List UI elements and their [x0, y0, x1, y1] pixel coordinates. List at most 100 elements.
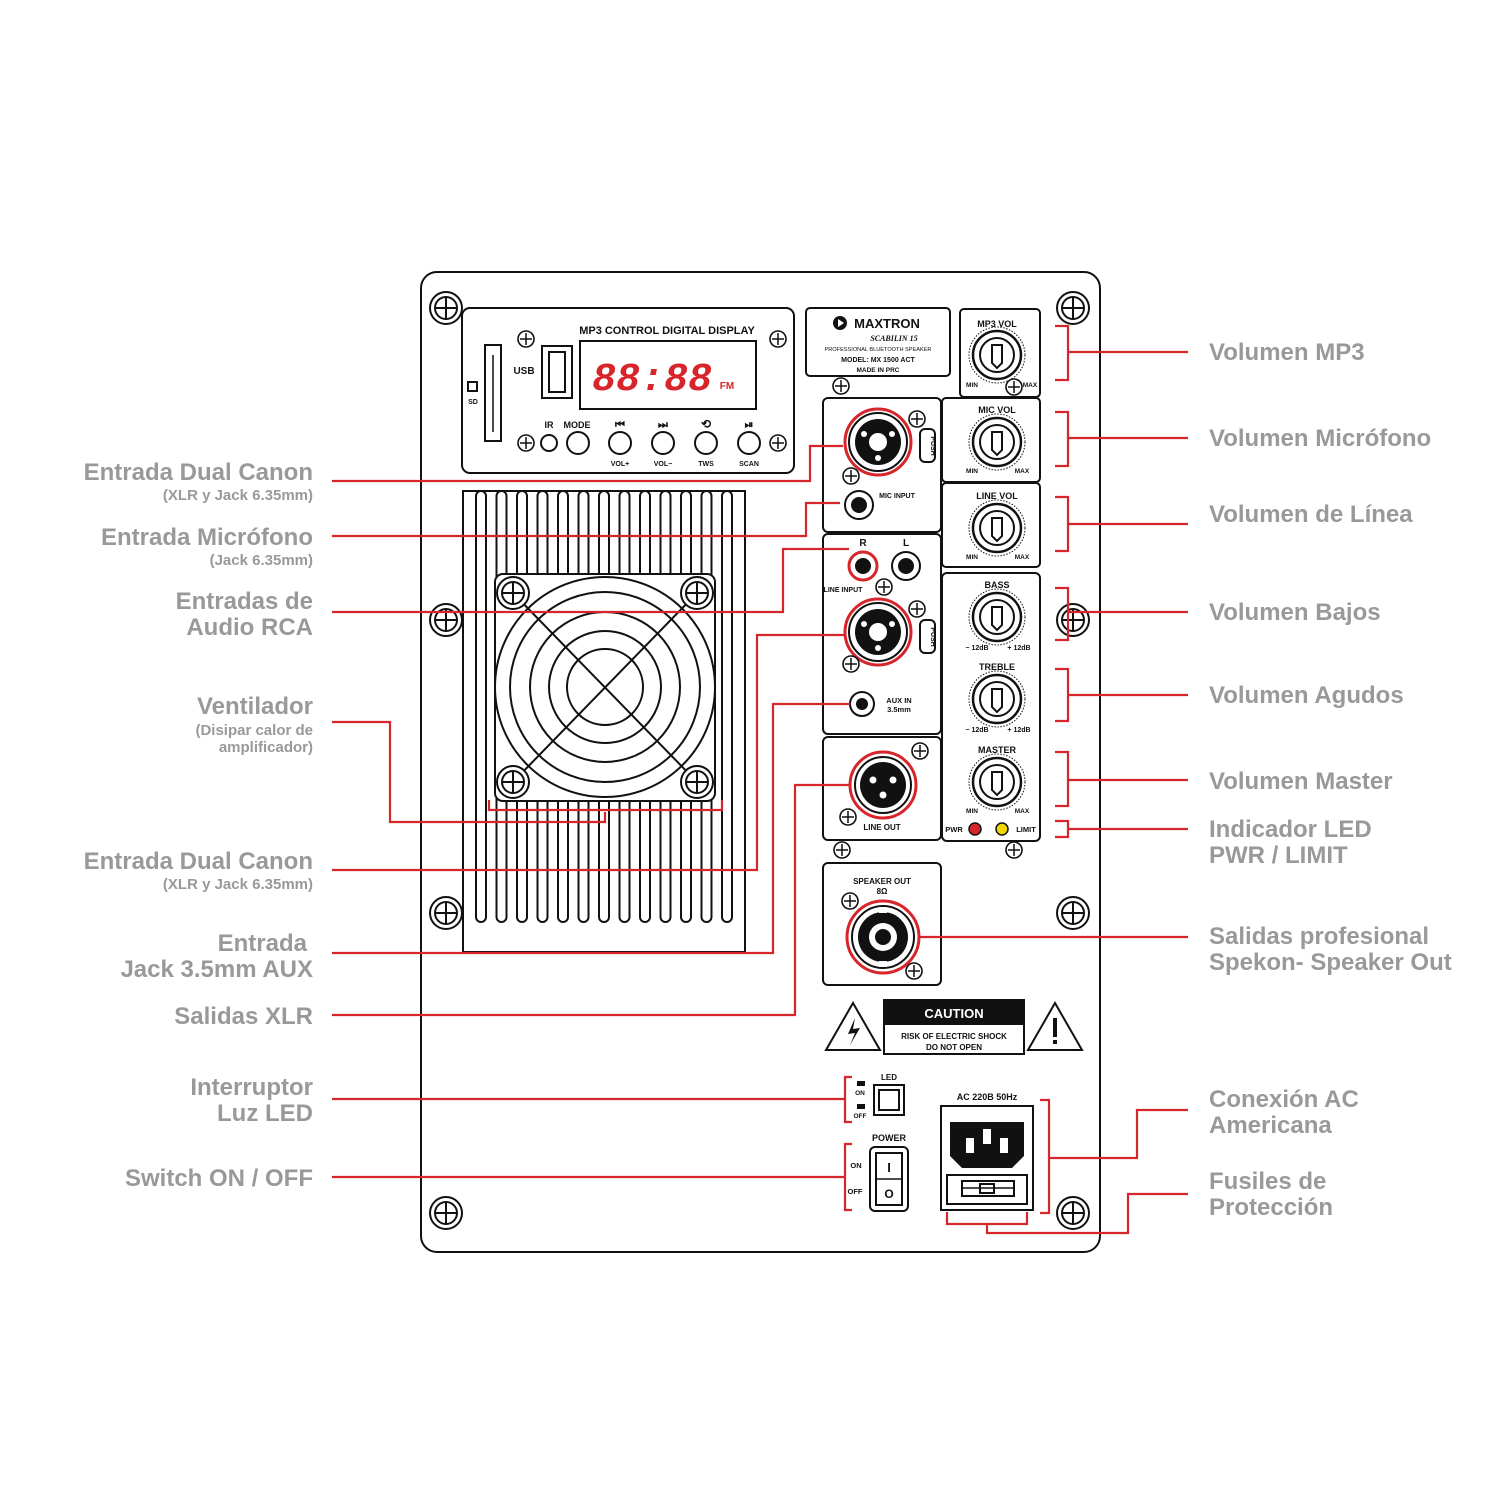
xlr-combo-input-2[interactable] — [843, 597, 913, 667]
label-speakon-1: Salidas profesional — [1209, 923, 1429, 950]
play-pause-icon: ⏯ — [745, 419, 754, 431]
mic-input-label: MIC INPUT — [879, 493, 916, 500]
on-label: ON — [855, 1090, 865, 1097]
off-icon — [857, 1104, 865, 1109]
loop-icon: ⟲ — [701, 417, 712, 431]
fuse-holder[interactable] — [946, 1174, 1028, 1205]
line-vol-knob[interactable] — [967, 498, 1027, 558]
corner-screw-icon — [429, 896, 463, 930]
brand-plate: MAXTRON SCABILIN 15 PROFESSIONAL BLUETOO… — [805, 307, 951, 377]
brand-line-3: MADE IN PRC — [857, 367, 900, 374]
mic-vol-title: MIC VOL — [978, 405, 1016, 415]
max-label: MAX — [1023, 382, 1038, 389]
plus12-label: + 12dB — [1007, 645, 1030, 652]
fan-screw-icon — [680, 765, 714, 799]
play-scan-button[interactable] — [737, 431, 761, 455]
corner-screw-icon — [429, 1196, 463, 1230]
aux-mm-label: 3.5mm — [887, 705, 911, 714]
brand-line-1: PROFESSIONAL BLUETOOTH SPEAKER — [825, 347, 932, 353]
sd-label: SD — [468, 399, 478, 406]
min-label: MIN — [966, 468, 978, 475]
min-label: MIN — [966, 382, 978, 389]
off-label: OFF — [854, 1113, 867, 1120]
mp3-module-title: MP3 CONTROL DIGITAL DISPLAY — [579, 325, 755, 337]
label-mic-vol: Volumen Micrófono — [1209, 425, 1431, 452]
digital-display — [579, 340, 757, 410]
xlr-combo-input-1[interactable] — [843, 407, 913, 477]
corner-screw-icon — [429, 603, 463, 637]
mp3-vol-knob[interactable] — [967, 325, 1027, 385]
push-label: PUSH — [929, 627, 936, 646]
label-aux-2: Jack 3.5mm AUX — [120, 956, 313, 983]
bass-title: BASS — [984, 580, 1009, 590]
corner-screw-icon — [1056, 1196, 1090, 1230]
right-labels: Volumen MP3 Volumen Micrófono Volumen de… — [1209, 339, 1452, 1221]
label-fuse-1: Fusiles de — [1209, 1168, 1326, 1195]
switch-i-label: I — [887, 1160, 891, 1175]
heatsink-fin — [721, 490, 733, 923]
line-vol-title: LINE VOL — [976, 491, 1018, 501]
max-label: MAX — [1015, 468, 1030, 475]
minus12-label: − 12dB — [965, 645, 988, 652]
prev-vol-up-button[interactable] — [608, 431, 632, 455]
rca-input-left[interactable] — [891, 551, 921, 581]
heatsink-fin — [475, 490, 487, 923]
label-dual-canon-2: Entrada Dual Canon — [84, 848, 313, 875]
mode-button[interactable] — [566, 431, 590, 455]
label-led-2: PWR / LIMIT — [1209, 842, 1348, 869]
ir-sensor — [540, 434, 558, 452]
tws-label: TWS — [698, 461, 714, 468]
label-ac-2: Americana — [1209, 1112, 1332, 1139]
off-label: OFF — [848, 1187, 863, 1196]
speakon-output[interactable] — [845, 899, 921, 975]
power-switch[interactable] — [869, 1146, 909, 1212]
corner-screw-icon — [1056, 291, 1090, 325]
sd-card-slot[interactable] — [484, 344, 502, 442]
bass-knob[interactable] — [967, 587, 1027, 647]
rca-r-label: R — [859, 538, 867, 549]
max-label: MAX — [1015, 554, 1030, 561]
mic-input-jack[interactable] — [844, 490, 874, 520]
sd-card-icon — [467, 381, 478, 392]
speaker-out-label: SPEAKER OUT — [853, 877, 911, 886]
line-input-label: LINE INPUT — [824, 587, 864, 594]
caution-label: CAUTION RISK OF ELECTRIC SHOCK DO NOT OP… — [824, 999, 1084, 1055]
label-fuse-2: Protección — [1209, 1194, 1333, 1221]
rca-l-label: L — [903, 538, 909, 549]
min-label: MIN — [966, 808, 978, 815]
label-dual-canon-1-sub: (XLR y Jack 6.35mm) — [163, 487, 313, 504]
label-rca-1: Entradas de — [176, 588, 313, 615]
ac-power-inlet[interactable] — [940, 1105, 1034, 1211]
callout-lines — [332, 324, 1188, 1235]
push-tab — [919, 619, 936, 654]
label-mp3-vol: Volumen MP3 — [1209, 339, 1365, 366]
label-ac-1: Conexión AC — [1209, 1086, 1359, 1113]
usb-port[interactable] — [541, 345, 573, 399]
tws-button[interactable] — [694, 431, 718, 455]
label-dual-canon-2-sub: (XLR y Jack 6.35mm) — [163, 876, 313, 893]
brand-line-2: MODEL: MX 1500 ACT — [841, 357, 915, 364]
treble-knob[interactable] — [967, 669, 1027, 729]
caution-line-2: DO NOT OPEN — [926, 1043, 982, 1052]
label-led-switch-1: Interruptor — [190, 1074, 313, 1101]
xlr-line-out[interactable] — [848, 750, 918, 820]
fan-screw-icon — [496, 765, 530, 799]
plus12-label: + 12dB — [1007, 727, 1030, 734]
on-label: ON — [850, 1161, 861, 1170]
mic-vol-knob[interactable] — [967, 412, 1027, 472]
label-power-switch: Switch ON / OFF — [125, 1165, 313, 1192]
led-switch[interactable] — [873, 1084, 905, 1116]
next-vol-down-button[interactable] — [651, 431, 675, 455]
corner-screw-icon — [429, 291, 463, 325]
aux-in-label: AUX IN — [886, 696, 911, 705]
master-knob[interactable] — [967, 752, 1027, 812]
ir-label: IR — [545, 420, 555, 430]
panel-outline — [420, 271, 1101, 1253]
label-xlr-out: Salidas XLR — [174, 1003, 313, 1030]
brand-script: SCABILIN 15 — [870, 334, 917, 343]
label-dual-canon-1: Entrada Dual Canon — [84, 459, 313, 486]
mode-label: MODE — [564, 420, 591, 430]
label-fan-sub-2: amplificador) — [219, 739, 313, 756]
display-fm: FM — [720, 381, 734, 392]
pwr-led — [968, 822, 982, 836]
